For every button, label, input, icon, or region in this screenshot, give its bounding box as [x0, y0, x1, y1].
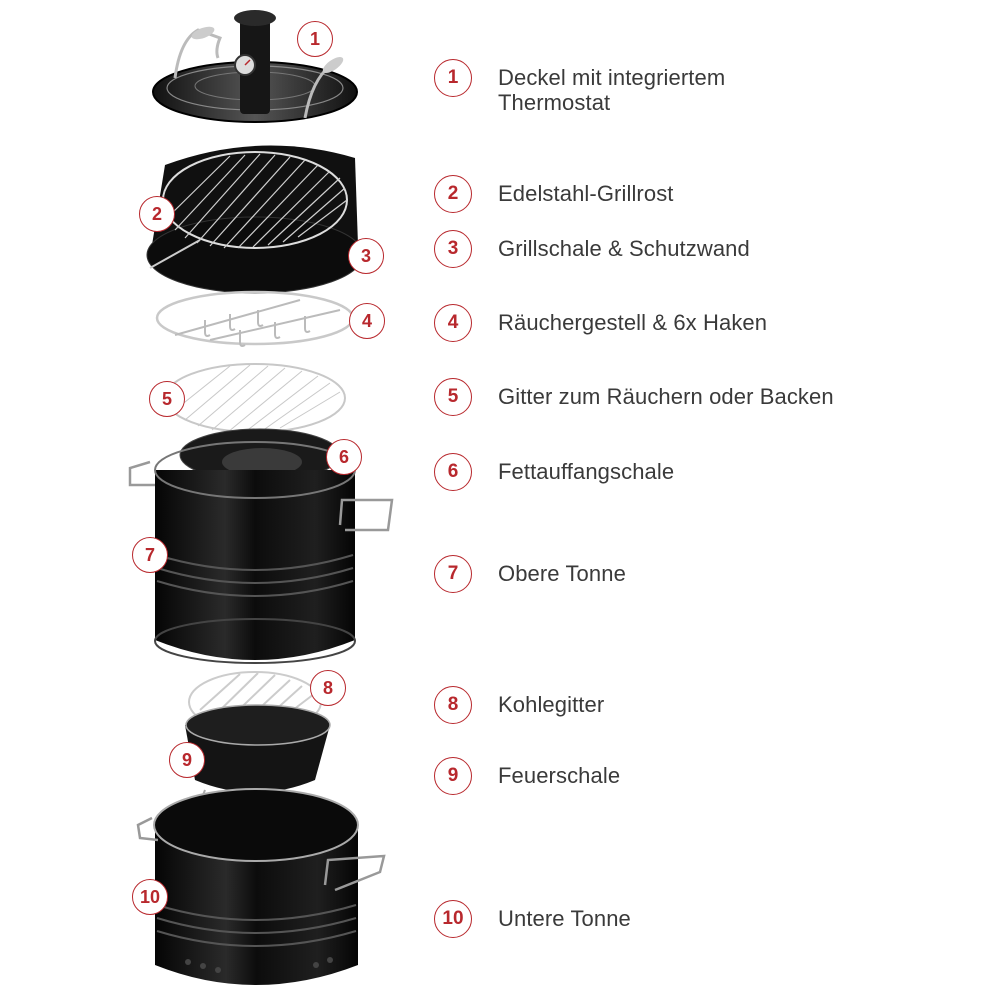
grill-bowl-part [146, 145, 364, 294]
legend-item-2: 2 Edelstahl-Grillrost [434, 175, 674, 215]
legend-badge: 6 [434, 453, 472, 491]
legend-badge: 7 [434, 555, 472, 593]
legend-badge: 9 [434, 757, 472, 795]
legend-label: Kohlegitter [498, 692, 605, 717]
legend-badge: 10 [434, 900, 472, 938]
smoking-rack-part [155, 290, 355, 347]
legend-item-9: 9 Feuerschale [434, 757, 620, 797]
legend-label: Untere Tonne [498, 906, 631, 931]
legend-item-6: 6 Fettauffangschale [434, 453, 674, 493]
callout-8: 8 [310, 670, 346, 706]
legend-label: Deckel mit integriertem Thermostat [498, 65, 726, 115]
smoking-grid-part [164, 363, 346, 433]
legend-badge: 2 [434, 175, 472, 213]
legend-badge: 3 [434, 230, 472, 268]
legend-label: Feuerschale [498, 763, 621, 788]
legend-label: Räuchergestell & 6x Haken [498, 310, 768, 335]
legend-item-8: 8 Kohlegitter [434, 686, 604, 726]
legend-label: Edelstahl-Grillrost [498, 181, 674, 206]
drip-pan-part [179, 428, 341, 482]
lid-part [152, 10, 358, 123]
callout-1: 1 [297, 21, 333, 57]
callout-9: 9 [169, 742, 205, 778]
legend-item-3: 3 Grillschale & Schutzwand [434, 230, 750, 270]
lower-barrel-part [136, 788, 386, 985]
callout-10: 10 [132, 879, 168, 915]
callout-6: 6 [326, 439, 362, 475]
callout-3: 3 [348, 238, 384, 274]
callout-2: 2 [139, 196, 175, 232]
callout-5: 5 [149, 381, 185, 417]
legend-label: Gitter zum Räuchern oder Backen [498, 384, 834, 409]
fire-bowl-part [185, 704, 331, 851]
legend-item-7: 7 Obere Tonne [434, 555, 626, 595]
legend-badge: 1 [434, 59, 472, 97]
legend-badge: 5 [434, 378, 472, 416]
legend-label: Fettauffangschale [498, 459, 675, 484]
legend-label: Grillschale & Schutzwand [498, 236, 750, 261]
legend-badge: 4 [434, 304, 472, 342]
callout-7: 7 [132, 537, 168, 573]
callout-4: 4 [349, 303, 385, 339]
legend-label: Obere Tonne [498, 561, 626, 586]
legend-item-1: 1 Deckel mit integriertem Thermostat [434, 59, 725, 115]
upper-barrel-part [128, 441, 394, 664]
legend-badge: 8 [434, 686, 472, 724]
legend-item-5: 5 Gitter zum Räuchern oder Backen [434, 378, 834, 418]
legend-item-10: 10 Untere Tonne [434, 900, 631, 940]
legend-item-4: 4 Räuchergestell & 6x Haken [434, 304, 767, 344]
